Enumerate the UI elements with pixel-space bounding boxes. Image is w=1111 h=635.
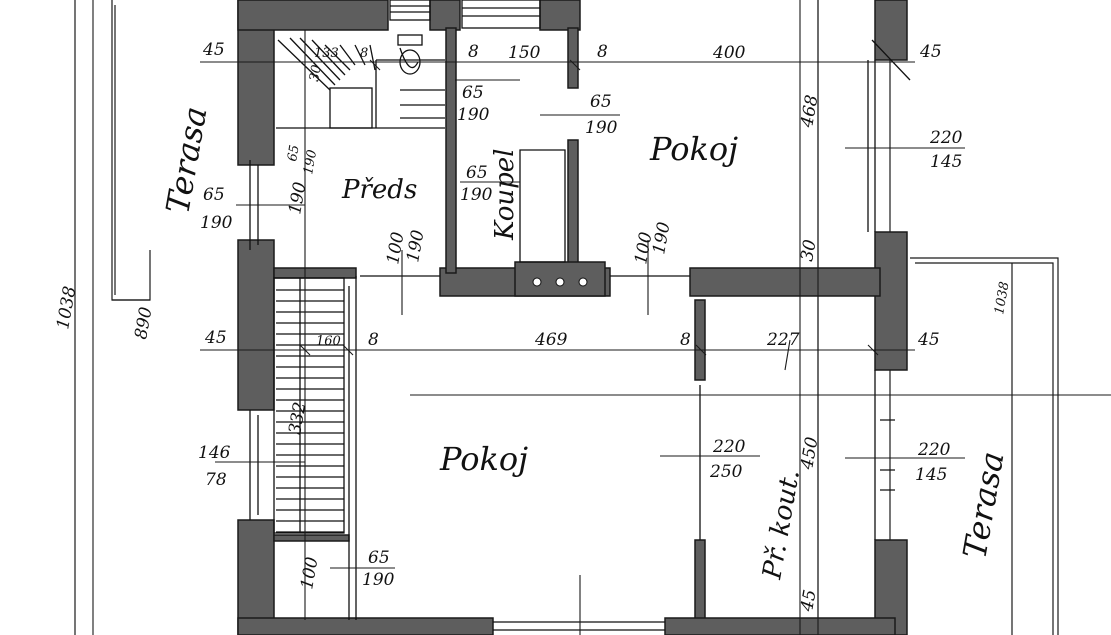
dim-label: 220 — [917, 440, 951, 460]
dim-label: 220 — [712, 437, 746, 457]
dim-label: 45 — [917, 330, 940, 350]
dim-label: 1038 — [992, 280, 1013, 315]
dim-label: 133 — [314, 46, 339, 61]
dim-label: 190 — [301, 149, 320, 176]
dim-label: 190 — [460, 185, 493, 205]
dim-label: 8 — [680, 330, 691, 350]
dim-label: 45 — [797, 588, 821, 614]
dim-label: 45 — [919, 42, 942, 62]
chimney — [532, 277, 588, 287]
dim-label: 45 — [204, 328, 227, 348]
dim-label: 890 — [131, 305, 156, 341]
dim-label: 469 — [534, 330, 568, 350]
bathroom-label: Koupel — [490, 149, 520, 241]
dim-label: 400 — [712, 43, 746, 63]
dim-label: 190 — [457, 105, 490, 125]
dim-label: 450 — [797, 435, 823, 472]
dim-label: 160 — [316, 334, 341, 349]
dim-label: 78 — [205, 470, 227, 490]
inner-lines — [249, 34, 911, 631]
hall-label: Předs — [341, 175, 417, 205]
dim-label: 190 — [362, 570, 395, 590]
dim-label: 468 — [797, 93, 823, 130]
terrace-right-label: Terasa — [955, 449, 1011, 562]
dim-label: 250 — [709, 462, 743, 482]
dim-label: 190 — [649, 220, 674, 256]
dimension-labels: 45 133 8 30 8 150 8 400 45 65 190 65 190… — [53, 40, 1012, 614]
smoking-corner-label: Př. kout. — [757, 467, 806, 582]
dimension-lines — [92, 0, 1111, 635]
dim-label: 146 — [198, 443, 231, 463]
dim-label: 65 — [462, 83, 484, 103]
dim-label: 8 — [597, 42, 608, 62]
upper-staircase — [276, 0, 541, 129]
upper-room-label: Pokoj — [649, 130, 738, 168]
dim-label: 145 — [915, 465, 947, 485]
dim-label: 8 — [468, 42, 479, 62]
dim-label: 65 — [466, 163, 488, 183]
terrace-outlines — [74, 0, 1059, 635]
dim-label: 332 — [285, 400, 310, 435]
dim-label: 65 — [590, 92, 612, 112]
dim-label: 190 — [200, 213, 233, 233]
dim-label: 30 — [307, 64, 325, 83]
dim-label: 8 — [360, 46, 368, 61]
dim-label: 220 — [929, 128, 963, 148]
dim-label: 1038 — [53, 285, 80, 331]
dim-label: 150 — [508, 43, 541, 63]
dim-label: 227 — [766, 330, 800, 350]
dim-label: 65 — [368, 548, 390, 568]
lower-staircase — [273, 277, 345, 534]
dim-label: 145 — [930, 152, 962, 172]
dim-label: 190 — [585, 118, 618, 138]
dim-label: 100 — [297, 555, 322, 591]
dim-label: 8 — [368, 330, 379, 350]
dim-label: 65 — [203, 185, 225, 205]
walls — [237, 0, 908, 635]
dim-label: 45 — [202, 40, 225, 60]
dim-label: 65 — [285, 144, 303, 163]
lower-room-label: Pokoj — [439, 440, 528, 478]
dim-label: 190 — [403, 228, 428, 264]
dim-label: 30 — [797, 238, 820, 263]
dim-label: 190 — [285, 180, 310, 216]
